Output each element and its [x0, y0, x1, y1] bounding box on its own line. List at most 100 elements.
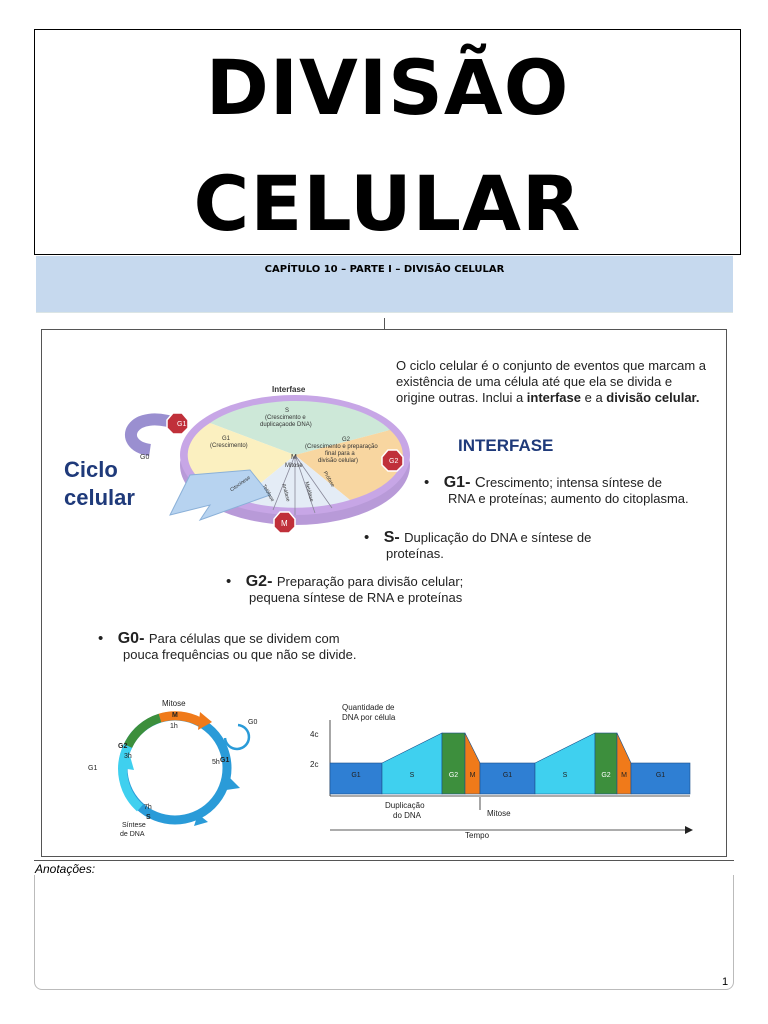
bullet-text: Preparação para divisão celular;	[276, 574, 464, 589]
ciclo-line: Ciclo	[64, 457, 118, 482]
bullet-text: rescimento; intensa síntese de	[485, 475, 663, 490]
cycle-arc-m	[158, 711, 203, 727]
notes-label: Anotações:	[35, 862, 96, 876]
cycle-arrowhead	[226, 778, 240, 790]
interfase-heading: INTERFASE	[458, 436, 554, 455]
round-cycle-diagram: Mitose M 1h G0 G2 3h G1 5h G1 7h S Sínte…	[88, 699, 257, 838]
dna-segment-g1	[479, 762, 536, 795]
dna-segment-label: S	[410, 772, 415, 779]
s-label: S	[285, 408, 289, 414]
g2-label: G2	[342, 437, 351, 443]
bullet-text: pequena síntese de RNA e proteínas	[249, 590, 463, 605]
dna-segment-g2	[594, 732, 618, 795]
g0-label: G0	[248, 719, 257, 726]
tick-4c: 4c	[310, 730, 318, 739]
g2-label: G2	[118, 743, 127, 750]
phase-line	[272, 454, 296, 511]
dna-segment-g2	[441, 732, 466, 795]
title-box: DIVISÃO CELULAR	[34, 29, 741, 255]
dna-segment-m	[464, 732, 481, 795]
g0-loop	[125, 413, 183, 456]
bullet-term: G1-	[443, 474, 475, 491]
mitose-label: Mitose	[162, 699, 186, 708]
bullet-cap: C	[474, 474, 486, 491]
cycle-arrowhead	[120, 756, 134, 770]
mitose-label: Mitose	[487, 809, 511, 818]
cycle-arrowhead	[194, 814, 208, 826]
bullet-dot: •	[364, 529, 370, 546]
g2-sign-label: G2	[389, 458, 398, 465]
cell-cycle-diagram: G1 G2 M G0 Interfase S (Crescimento e du…	[125, 385, 410, 534]
phase-line	[294, 454, 333, 509]
dna-segment-g1	[630, 762, 691, 795]
dna-segment-label: S	[563, 772, 568, 779]
g1-left-label: G1	[88, 765, 97, 772]
title-line-2: CELULAR	[193, 159, 582, 248]
dna-segment-label: G2	[449, 772, 458, 779]
cycle-arrowhead	[198, 712, 212, 730]
s-label: S	[146, 814, 151, 821]
bullet-g2: • G2- Preparação para divisão celular; p…	[226, 574, 546, 606]
bullet-text: proteínas.	[386, 546, 444, 561]
g1-label: G1	[220, 757, 229, 764]
title-line-1: DIVISÃO	[205, 43, 570, 132]
bullet-text: pouca frequências ou que não se divide.	[123, 647, 357, 662]
dna-segment-m	[616, 732, 632, 795]
bullet-s: • S- Duplicação do DNA e síntese de prot…	[364, 530, 664, 562]
sintese-label: Síntese	[122, 822, 146, 829]
dna-segment-label: G1	[656, 772, 665, 779]
chapter-band	[36, 256, 733, 312]
intro-text: e a	[581, 390, 607, 405]
s-time: 7h	[144, 804, 152, 811]
intro-bold-interfase: interfase	[526, 390, 581, 405]
chapter-heading: CAPÍTULO 10 – PARTE I – DIVISÃO CELULAR	[264, 264, 505, 275]
bullet-term: S-	[383, 529, 405, 546]
g2-sector	[295, 430, 403, 500]
bullet-text: Para células que se dividem com	[148, 631, 340, 646]
phase-anafase: Anáfase	[280, 483, 291, 502]
tempo-label: Tempo	[465, 831, 490, 840]
g1-label: G1	[222, 436, 231, 442]
g2-desc: final para a	[325, 451, 355, 457]
m-checkpoint-sign	[273, 511, 296, 534]
notes-area[interactable]	[34, 875, 734, 990]
exit-arrow	[169, 469, 271, 521]
intro-text: origine outras. Inclui a	[396, 390, 527, 405]
dna-segment-label: M	[470, 772, 476, 779]
g2-time: 3h	[124, 753, 132, 760]
time-arrowhead	[685, 826, 693, 834]
dna-ylabel: Quantidade de	[342, 703, 395, 712]
phase-metafase: Metáfase	[303, 481, 314, 503]
m-time: 1h	[170, 723, 178, 730]
m-label: M	[291, 454, 297, 461]
sintese-label: de DNA	[120, 831, 145, 838]
bullet-g0: • G0- Para células que se dividem com po…	[98, 631, 418, 663]
bullet-dot: •	[98, 630, 104, 647]
duplicacao-label: do DNA	[393, 811, 422, 820]
dna-segment-s	[534, 732, 596, 795]
s-desc: duplicaçaode DNA)	[260, 422, 312, 428]
bullet-g1: • G1- Crescimento; intensa síntese de RN…	[424, 475, 724, 507]
mitose-label: Mitose	[285, 463, 303, 469]
phase-line	[294, 454, 316, 514]
bullet-term: G0-	[117, 630, 149, 647]
s-sector	[210, 400, 390, 455]
m-sign-label: M	[281, 519, 288, 528]
intro-bold-divisao: divisão celular.	[606, 390, 700, 405]
ciclo-celular-label: Ciclo celular	[64, 456, 135, 512]
divider	[36, 312, 733, 313]
bullet-text: RNA e proteínas; aumento do citoplasma.	[448, 491, 689, 506]
bullet-text: Duplicação do DNA e síntese de	[404, 530, 592, 545]
intro-line: O ciclo celular é o conjunto de eventos …	[396, 358, 707, 373]
dna-segment-label: M	[621, 772, 627, 779]
g1-checkpoint-sign	[166, 412, 189, 435]
s-desc: (Crescimento e	[265, 415, 306, 421]
g1-time: 5h	[212, 759, 220, 766]
cycle-arc-s	[118, 743, 144, 812]
dna-segment-label: G2	[601, 772, 610, 779]
g0-loop-arrow	[223, 723, 251, 751]
g2-desc: (Crescimento e preparação	[305, 444, 378, 450]
intro-line: origine outras. Inclui a interfase e a d…	[396, 390, 716, 406]
